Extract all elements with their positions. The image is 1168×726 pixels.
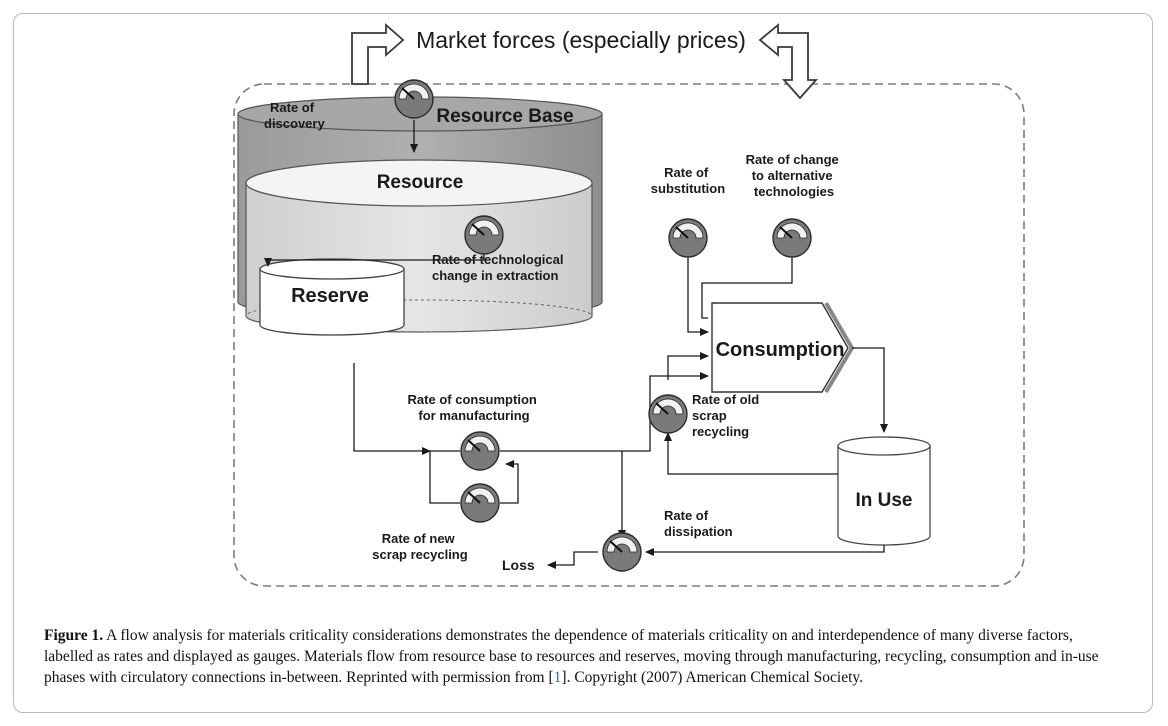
figure-caption: Figure 1. A flow analysis for materials … xyxy=(44,625,1124,688)
resource-label: Resource xyxy=(377,172,464,193)
market-forces-label: Market forces (especially prices) xyxy=(416,27,746,53)
rate-new-scrap-label: Rate of new scrap recycling xyxy=(372,531,467,562)
caption-ref-link[interactable]: 1 xyxy=(553,669,562,686)
reserve-label: Reserve xyxy=(291,285,369,307)
market-forces-arrow-right xyxy=(758,23,819,100)
rate-consumption-manufacturing-label: Rate of consumption for manufacturing xyxy=(408,392,541,423)
caption-text-2: ]. Copyright (2007) American Chemical So… xyxy=(561,669,864,686)
rate-alternative-technologies-label: Rate of change to alternative technologi… xyxy=(746,152,843,199)
gauge-discovery xyxy=(394,79,434,119)
rate-substitution-label: Rate of substitution xyxy=(651,165,725,196)
materials-flow-diagram: Market forces (especially prices) Resour… xyxy=(233,23,1025,587)
caption-text-1: A flow analysis for materials criticalit… xyxy=(44,627,1099,686)
gauge-dissipation xyxy=(602,532,642,572)
system-boundary xyxy=(233,83,1025,587)
gauge-tech-extraction xyxy=(464,215,504,255)
resource-base-label: Resource Base xyxy=(436,106,573,127)
reserve-cylinder xyxy=(259,258,405,336)
rate-discovery-label: Rate of discovery xyxy=(264,100,325,131)
gauge-consumption-manufacturing xyxy=(460,431,500,471)
gauge-substitution xyxy=(668,218,708,258)
loss-label: Loss xyxy=(502,557,535,573)
figure-frame xyxy=(13,13,1153,713)
consumption-label: Consumption xyxy=(716,339,845,361)
rate-old-scrap-label: Rate of old scrap recycling xyxy=(692,392,763,439)
flow-connectors xyxy=(264,120,888,569)
gauge-new-scrap-recycling xyxy=(460,483,500,523)
market-forces-arrow-left xyxy=(351,23,405,85)
rate-dissipation-label: Rate of dissipation xyxy=(664,508,733,539)
gauge-alternative-technologies xyxy=(772,218,812,258)
in-use-cylinder xyxy=(837,436,931,546)
rate-tech-extraction-label: Rate of technological change in extracti… xyxy=(432,252,567,283)
gauge-old-scrap-recycling xyxy=(648,394,688,434)
caption-label: Figure 1. xyxy=(44,627,104,644)
in-use-label: In Use xyxy=(855,490,912,511)
